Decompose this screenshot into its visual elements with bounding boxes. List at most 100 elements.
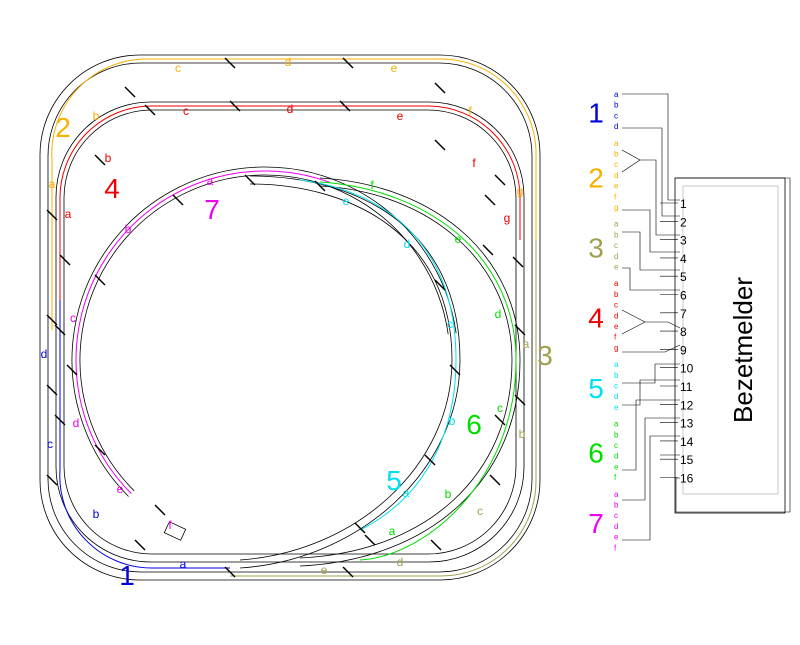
legend-section-letter: a (614, 490, 619, 499)
section-separator (434, 82, 446, 94)
legend-section-letter: b (614, 290, 619, 299)
port-label: 3 (680, 234, 687, 248)
port-label: 15 (680, 453, 694, 467)
section-label: e (391, 61, 398, 75)
section-separator (124, 86, 136, 98)
section-label: b (125, 222, 132, 236)
legend-section-letter: b (614, 371, 619, 380)
port-label: 13 (680, 417, 694, 431)
section-separator (482, 244, 494, 256)
section-separator (94, 154, 106, 166)
section-label: c (497, 401, 503, 415)
wiring (621, 93, 791, 541)
detector-inner-frame (682, 185, 779, 495)
section-label: b (519, 427, 526, 441)
wire (621, 149, 641, 173)
inner-loop-rail (299, 185, 513, 559)
track-number-label: 2 (55, 112, 71, 143)
port-label: 16 (680, 472, 694, 486)
section-label: f (468, 104, 472, 118)
section-label: b (449, 414, 456, 428)
section-separator (154, 504, 166, 516)
legend-section-letter: c (614, 511, 618, 520)
track-5-line (299, 179, 457, 531)
section-separator (494, 414, 506, 426)
inner-loop-rail (299, 177, 521, 567)
wire (622, 231, 680, 271)
section-label: d (404, 237, 411, 251)
track-4-line (59, 105, 521, 300)
colored-section-lines (51, 58, 537, 577)
section-separator (46, 209, 58, 221)
legend-section-letter: c (614, 382, 618, 391)
section-separator (434, 139, 446, 151)
legend-section-letter: a (614, 139, 619, 148)
inner-loop-rail (71, 166, 457, 497)
wire (640, 159, 680, 236)
legend-group-number: 7 (588, 508, 604, 539)
track-number-label: 7 (204, 194, 220, 225)
legend-section-letter: g (614, 203, 618, 212)
section-label: e (397, 109, 404, 123)
legend-section-letter: e (614, 462, 619, 471)
wire (622, 417, 680, 501)
section-label: b (445, 487, 452, 501)
section-separator (134, 539, 146, 551)
wire (622, 435, 680, 541)
port-label: 6 (680, 289, 687, 303)
section-label: d (285, 55, 292, 69)
wire (675, 177, 791, 513)
legend-section-letter: d (614, 522, 618, 531)
legend-section-letter: e (614, 263, 619, 272)
track-7-line (75, 170, 330, 494)
track-number-label: 5 (386, 465, 402, 496)
section-separator (172, 194, 184, 206)
wire (622, 267, 680, 291)
wire (622, 209, 680, 253)
middle-loop-rail (55, 101, 525, 563)
section-label: d (397, 555, 404, 569)
section-label: b (105, 151, 112, 165)
port-label: 10 (680, 362, 694, 376)
section-separator (514, 394, 526, 406)
legend-group-number: 4 (588, 303, 604, 334)
section-label: d (41, 347, 48, 361)
outer-loop-rail (39, 54, 541, 581)
port-label: 14 (680, 435, 694, 449)
legend-section-letter: d (614, 171, 618, 180)
track-lines (39, 54, 541, 581)
legend-section-letter: e (614, 533, 619, 542)
section-label: c (447, 317, 453, 331)
section-label: d (287, 102, 294, 116)
section-separator (494, 174, 506, 186)
section-label: c (47, 437, 53, 451)
section-separator (54, 414, 66, 426)
legend-group-number: 3 (588, 232, 604, 263)
section-separator (364, 534, 376, 546)
section-label: a (403, 486, 410, 500)
section-separator (354, 522, 366, 534)
section-separator (144, 104, 156, 116)
port-label: 9 (680, 343, 687, 357)
legend-section-letter: b (614, 501, 619, 510)
section-label: f (472, 156, 476, 170)
section-label: f (370, 178, 374, 192)
legend-section-letter: d (614, 392, 618, 401)
legend-section-letter: e (614, 403, 619, 412)
section-label: c (175, 61, 181, 75)
legend-section-letter: d (614, 252, 618, 261)
section-label: a (389, 524, 396, 538)
wire (645, 321, 681, 329)
section-label: c (70, 311, 76, 325)
track-3-line (230, 240, 537, 577)
inner-loop-rail (239, 175, 461, 569)
legend-section-letter: b (614, 101, 619, 110)
section-separator (66, 364, 78, 376)
track-number-label: 4 (104, 173, 120, 204)
section-separator (484, 194, 496, 206)
wire (621, 309, 646, 335)
legend-section-letter: d (614, 122, 618, 131)
section-separators (46, 57, 526, 578)
legend-section-letter: a (614, 220, 619, 229)
